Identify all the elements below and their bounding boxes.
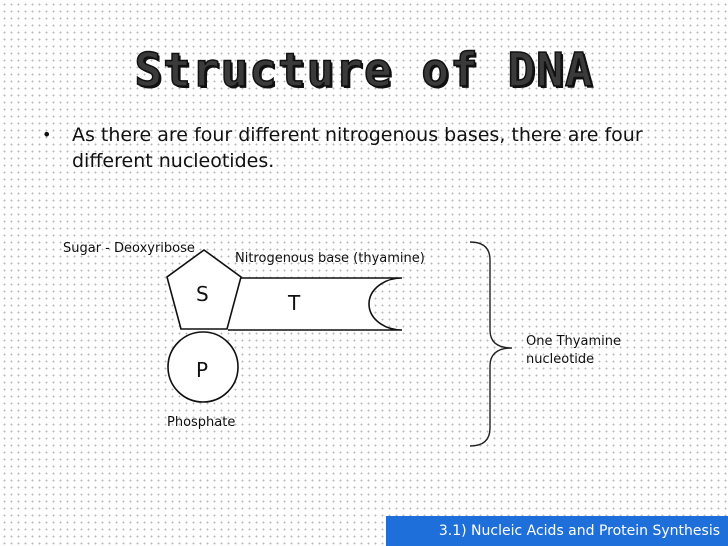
base-shape [228, 277, 403, 331]
nucleotide-label-line1: One Thyamine [526, 334, 621, 349]
bullet-marker: • [42, 125, 52, 144]
phosphate-label: Phosphate [167, 415, 236, 430]
base-label: Nitrogenous base (thyamine) [235, 251, 425, 266]
phosphate-circle [167, 331, 239, 403]
sugar-label: Sugar - Deoxyribose [63, 241, 195, 256]
phosphate-letter: P [196, 358, 208, 382]
sugar-letter: S [196, 282, 209, 306]
footer-banner: 3.1) Nucleic Acids and Protein Synthesis [386, 516, 728, 546]
nucleotide-brace [469, 241, 513, 447]
base-letter: T [287, 291, 301, 315]
bullet-text: As there are four different nitrogenous … [72, 124, 643, 172]
slide-title: Structure of DNA [134, 42, 594, 98]
bullet-point: • As there are four different nitrogenou… [42, 122, 702, 174]
nucleotide-label-line2: nucleotide [526, 352, 595, 367]
sugar-pentagon [166, 249, 242, 330]
